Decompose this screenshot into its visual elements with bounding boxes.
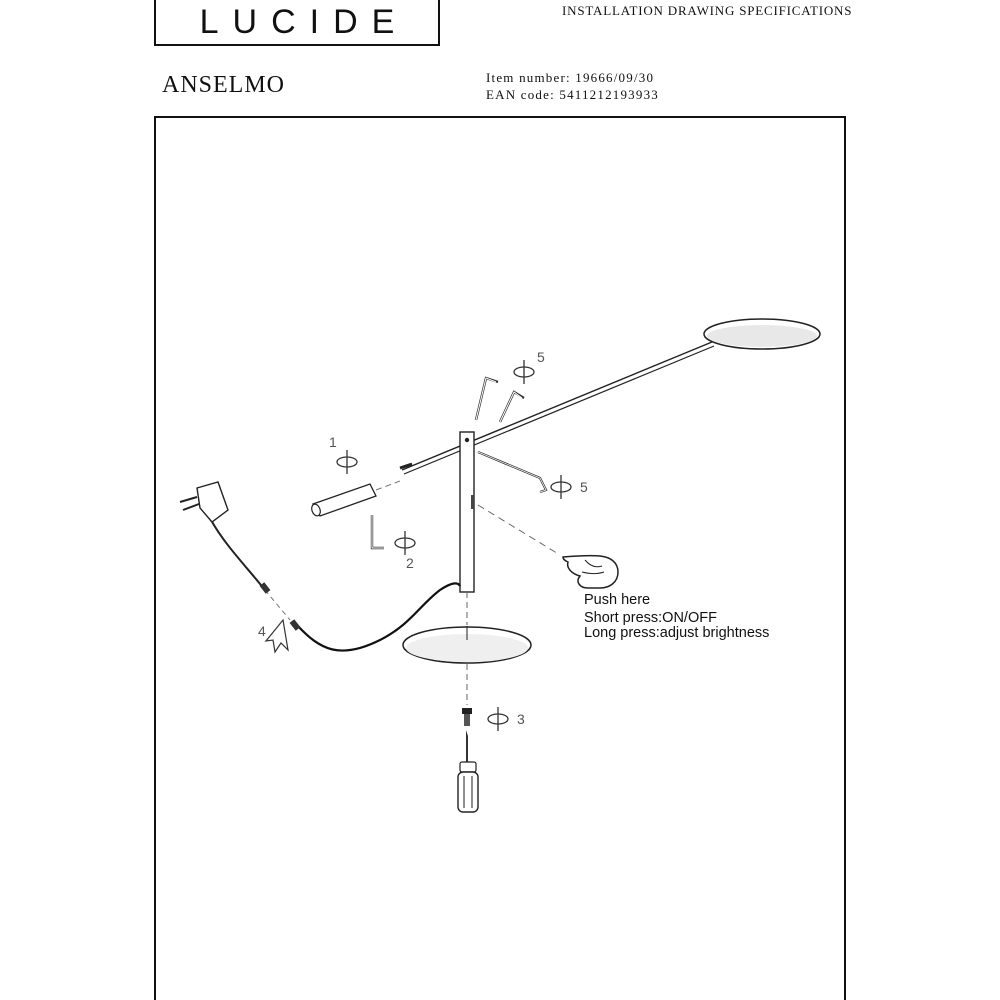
long-press-label: Long press:adjust brightness (584, 625, 769, 641)
counterweight (311, 480, 401, 517)
power-adapter-icon (179, 481, 229, 523)
drawing-frame (154, 116, 846, 1000)
screwdriver-icon (457, 730, 479, 813)
rotate-arrow-icon (336, 360, 572, 731)
step-4-label: 4 (258, 623, 266, 639)
hex-key-icon (370, 376, 548, 550)
item-number: Item number: 19666/09/30 (486, 70, 655, 85)
step-4-arrow-icon (264, 618, 289, 654)
brand-logo-text: LUCIDE (199, 3, 409, 41)
short-press-label: Short press:ON/OFF (584, 610, 717, 626)
lamp-stem (459, 431, 475, 625)
step-5-right-label: 5 (580, 479, 588, 495)
push-here-label: Push here (584, 592, 650, 608)
power-cable (210, 519, 461, 652)
product-name: ANSELMO (162, 72, 286, 98)
pointing-hand-icon (562, 554, 619, 589)
lamp-head (703, 318, 821, 350)
lamp-arm (399, 341, 715, 475)
ean-code: EAN code: 5411212193933 (486, 87, 659, 102)
brand-logo: LUCIDE (154, 0, 440, 46)
lamp-base (402, 626, 532, 705)
document-title: INSTALLATION DRAWING SPECIFICATIONS (562, 3, 853, 18)
step-5-top-label: 5 (537, 349, 545, 365)
screw-icon (462, 708, 472, 726)
step-2-label: 2 (406, 555, 414, 571)
step-3-label: 3 (517, 711, 525, 727)
step-1-label: 1 (329, 434, 337, 450)
